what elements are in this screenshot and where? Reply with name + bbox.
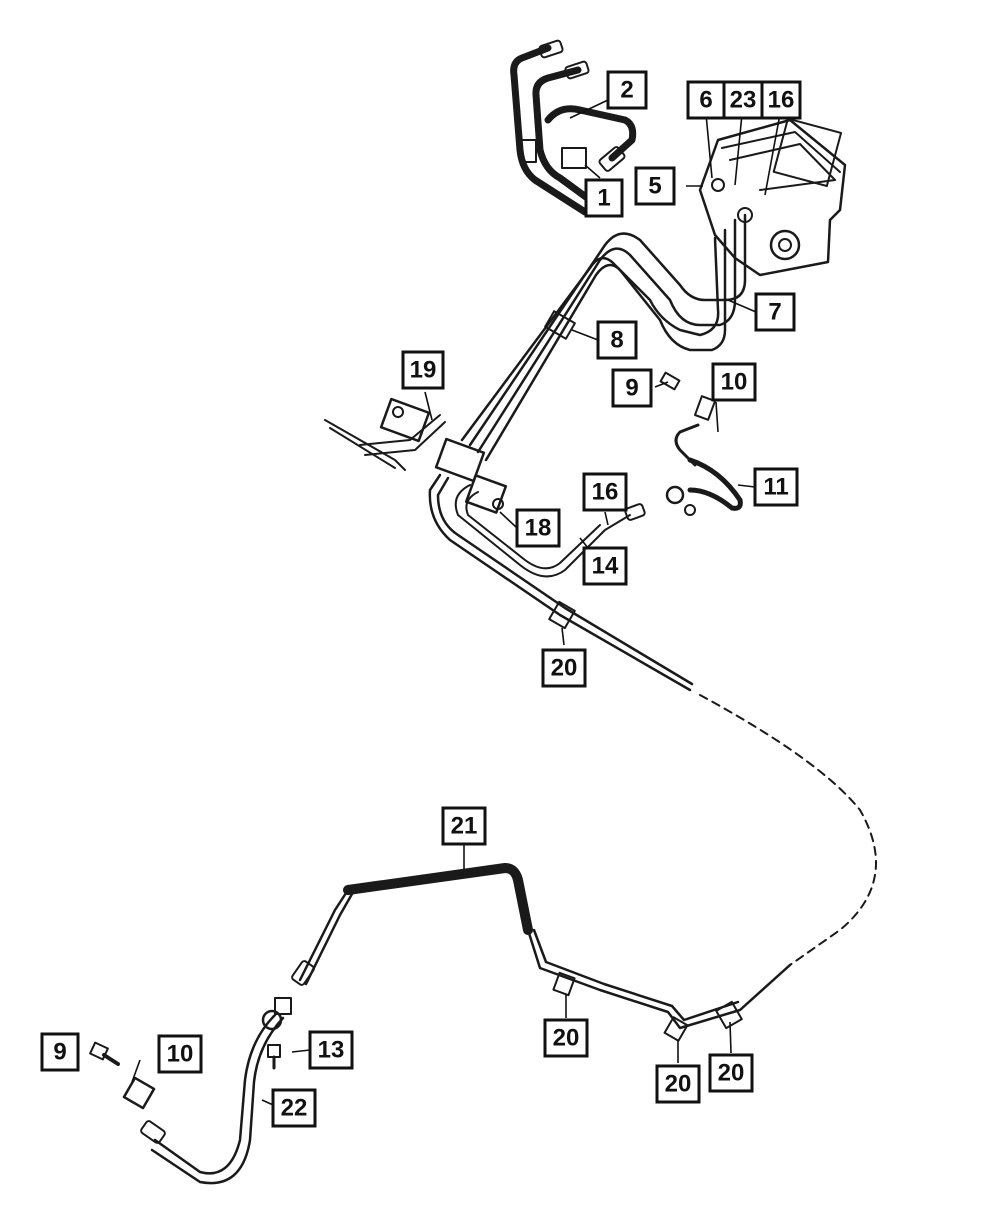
callout-8: 8: [596, 320, 638, 360]
rear-brake-line-icon: [428, 473, 877, 966]
brake-line-14-icon: [454, 484, 631, 578]
callout-9: 9: [611, 368, 653, 408]
svg-text:2: 2: [620, 77, 633, 104]
callout-9-lower: 9: [40, 1032, 80, 1072]
callout-16: 16: [760, 80, 802, 120]
svg-text:16: 16: [592, 479, 619, 506]
callout-14: 14: [582, 546, 628, 586]
brake-hose-icon: [122, 997, 292, 1185]
callout-16-lower: 16: [582, 472, 628, 512]
svg-text:8: 8: [610, 327, 623, 354]
svg-text:21: 21: [451, 813, 478, 840]
callout-1: 1: [584, 178, 624, 218]
callout-20-rear-a: 20: [543, 1018, 589, 1058]
callout-20-rear-c: 20: [708, 1053, 754, 1093]
callout-19: 19: [401, 350, 445, 390]
svg-text:11: 11: [763, 474, 788, 501]
svg-text:23: 23: [730, 87, 757, 114]
callout-11: 11: [753, 467, 799, 507]
wheel-speed-sensor-icon: [659, 371, 743, 516]
junction-block-icon: [324, 397, 508, 514]
callout-23: 23: [722, 80, 764, 120]
svg-text:7: 7: [768, 299, 781, 326]
brake-tube-bundle-icon: [460, 213, 747, 462]
callout-6: 6: [686, 80, 726, 120]
svg-text:6: 6: [699, 87, 712, 114]
callout-2: 2: [606, 70, 648, 110]
svg-text:10: 10: [167, 1041, 194, 1068]
svg-text:20: 20: [718, 1060, 745, 1087]
rear-brake-line-21-icon: [291, 863, 792, 1042]
bolt-icon: [89, 1041, 281, 1070]
svg-text:20: 20: [665, 1071, 692, 1098]
svg-text:20: 20: [551, 655, 578, 682]
callout-20: 20: [541, 648, 587, 688]
leader-lines: [131, 99, 781, 1109]
svg-text:16: 16: [768, 87, 795, 114]
svg-text:13: 13: [318, 1037, 345, 1064]
svg-text:1: 1: [597, 185, 610, 212]
callout-22: 22: [271, 1088, 317, 1128]
abs-module-icon: [698, 117, 847, 277]
svg-text:10: 10: [721, 369, 748, 396]
callout-13: 13: [308, 1030, 354, 1070]
callout-21: 21: [441, 806, 487, 846]
callout-7: 7: [754, 292, 796, 332]
callout-20-rear-b: 20: [655, 1064, 701, 1104]
front-brake-lines-icon: [510, 39, 637, 216]
svg-text:14: 14: [592, 553, 619, 580]
svg-text:5: 5: [648, 173, 661, 200]
svg-text:9: 9: [53, 1039, 66, 1066]
callout-10-lower: 10: [157, 1034, 203, 1074]
svg-text:9: 9: [625, 375, 638, 402]
callout-10: 10: [711, 362, 757, 402]
callout-5: 5: [634, 166, 676, 206]
callout-18: 18: [515, 508, 561, 548]
svg-text:19: 19: [410, 357, 437, 384]
svg-text:22: 22: [281, 1095, 308, 1122]
svg-text:18: 18: [525, 515, 552, 542]
svg-text:20: 20: [553, 1025, 580, 1052]
